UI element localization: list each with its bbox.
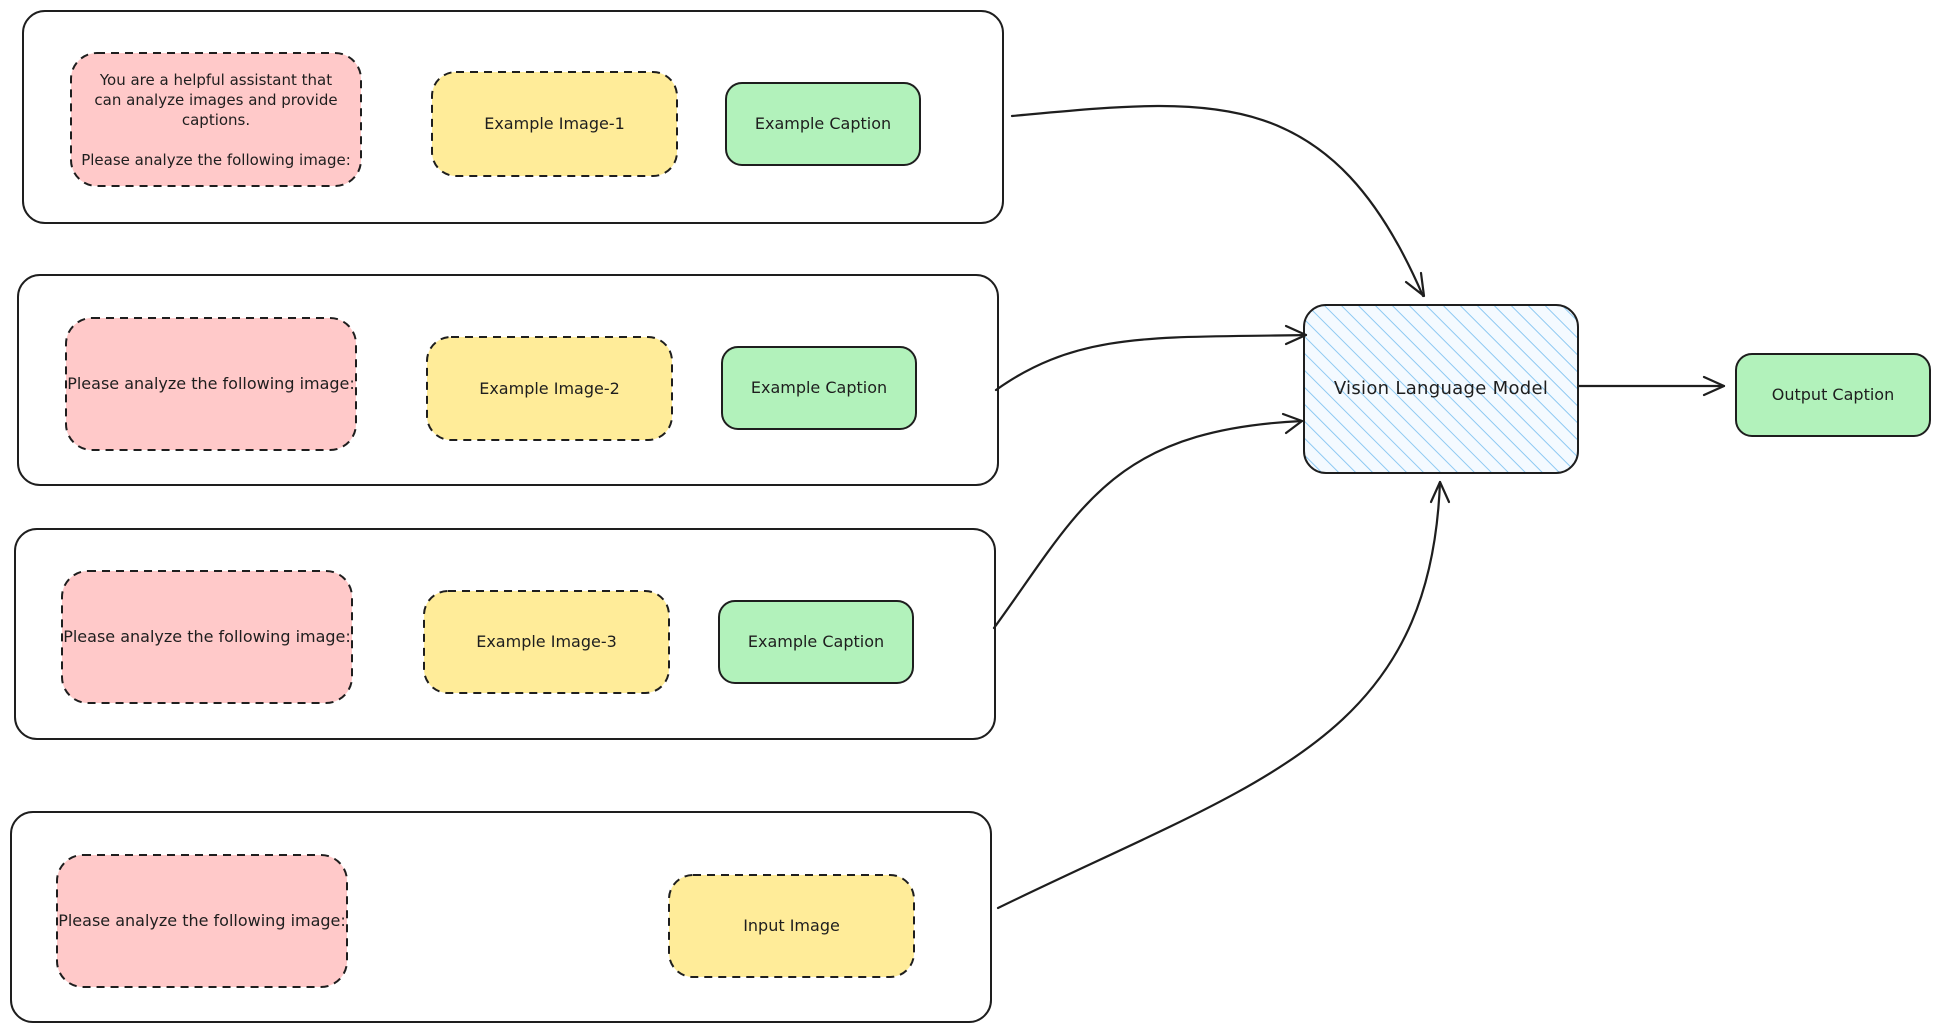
row-2-image-box[interactable]	[426, 336, 673, 441]
row-2-prompt-text: Please analyze the following image:	[67, 374, 355, 393]
row-3-image-box[interactable]	[423, 590, 670, 694]
row-3-image-label: Example Image-3	[476, 632, 617, 651]
row-2-arrow[interactable]	[994, 333, 1308, 392]
vision-language-model-box[interactable]	[1303, 304, 1579, 474]
row-1-image-label: Example Image-1	[484, 114, 625, 133]
arrow-head	[1404, 271, 1426, 298]
row-3-prompt-text: Please analyze the following image:	[63, 627, 351, 646]
arrow-head	[1281, 412, 1304, 435]
row-4-prompt-text: Please analyze the following image:	[58, 911, 346, 930]
row-1-prompt-box[interactable]	[70, 52, 362, 187]
row-1-image-box[interactable]	[431, 71, 678, 177]
row-4-image-box[interactable]	[668, 874, 915, 978]
vision-language-model-label: Vision Language Model	[1333, 378, 1549, 399]
row-1-caption-label: Example Caption	[754, 114, 892, 133]
row-1-prompt-text: You are a helpful assistant that can ana…	[81, 70, 351, 169]
row-3-caption-label: Example Caption	[747, 632, 885, 651]
arrow-head	[1702, 375, 1726, 397]
output-caption-label: Output Caption	[1771, 385, 1895, 404]
row-4-image-label: Input Image	[743, 916, 840, 935]
row-1-arrow[interactable]	[1010, 104, 1425, 298]
output-caption-box[interactable]	[1735, 353, 1931, 437]
arrow-head	[1284, 324, 1308, 346]
row-4-prompt-box[interactable]	[56, 854, 348, 988]
row-2-caption-box[interactable]	[721, 346, 917, 430]
row-3-caption-box[interactable]	[718, 600, 914, 684]
row-2-caption-label: Example Caption	[750, 378, 888, 397]
row-3-arrow[interactable]	[992, 419, 1304, 630]
row-4-arrow[interactable]	[996, 480, 1442, 910]
row-1-caption-box[interactable]	[725, 82, 921, 166]
arrow-head	[1429, 480, 1451, 504]
row-3-prompt-box[interactable]	[61, 570, 353, 704]
row-2-prompt-box[interactable]	[65, 317, 357, 451]
row-2-image-label: Example Image-2	[479, 378, 620, 398]
